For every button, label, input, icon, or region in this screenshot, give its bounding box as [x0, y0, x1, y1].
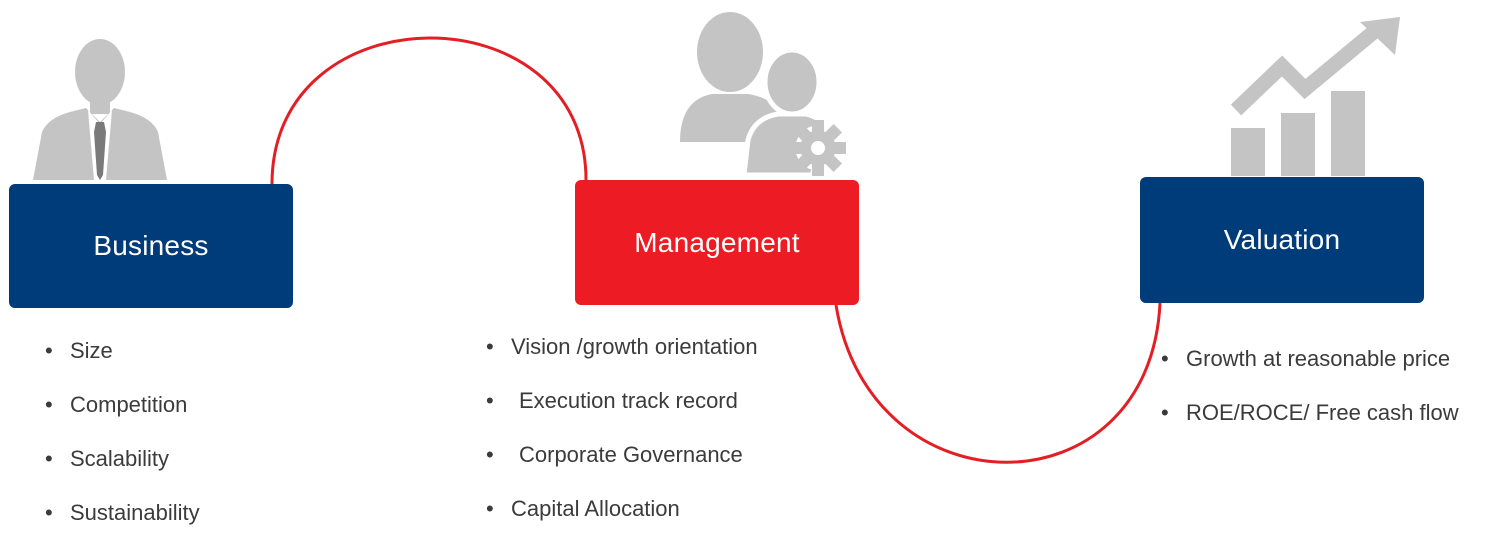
bullet-item: Scalability — [45, 446, 200, 500]
bullet-item: Capital Allocation — [486, 496, 758, 550]
bullet-item: Growth at reasonable price — [1161, 346, 1459, 400]
business-label: Business — [93, 230, 209, 261]
valuation-label: Valuation — [1223, 224, 1341, 255]
management-bullet-list: Vision /growth orientation Execution tra… — [486, 334, 758, 550]
business-bullet-list: Size Competition Scalability Sustainabil… — [45, 338, 200, 554]
bullet-item: Competition — [45, 392, 200, 446]
valuation-bullet-list: Growth at reasonable price ROE/ROCE/ Fre… — [1161, 346, 1459, 454]
business-box: Business — [9, 184, 293, 308]
process-diagram: Business Management Valuation Size Compe… — [0, 0, 1507, 520]
bullet-item: Size — [45, 338, 200, 392]
bullet-item: ROE/ROCE/ Free cash flow — [1161, 400, 1459, 454]
bullet-item: Corporate Governance — [486, 442, 758, 496]
businessman-icon — [33, 39, 167, 180]
bullet-item: Execution track record — [486, 388, 758, 442]
valuation-box: Valuation — [1140, 177, 1424, 303]
management-label: Management — [634, 226, 800, 258]
growth-chart-icon — [1230, 17, 1400, 176]
connector-arc-business-management — [270, 36, 588, 185]
connector-arc-management-valuation — [834, 302, 1162, 464]
team-gear-icon — [680, 12, 846, 178]
management-box: Management — [575, 180, 859, 305]
bullet-item: Vision /growth orientation — [486, 334, 758, 388]
bullet-item: Sustainability — [45, 500, 200, 554]
diagram-graphics — [33, 12, 1400, 464]
